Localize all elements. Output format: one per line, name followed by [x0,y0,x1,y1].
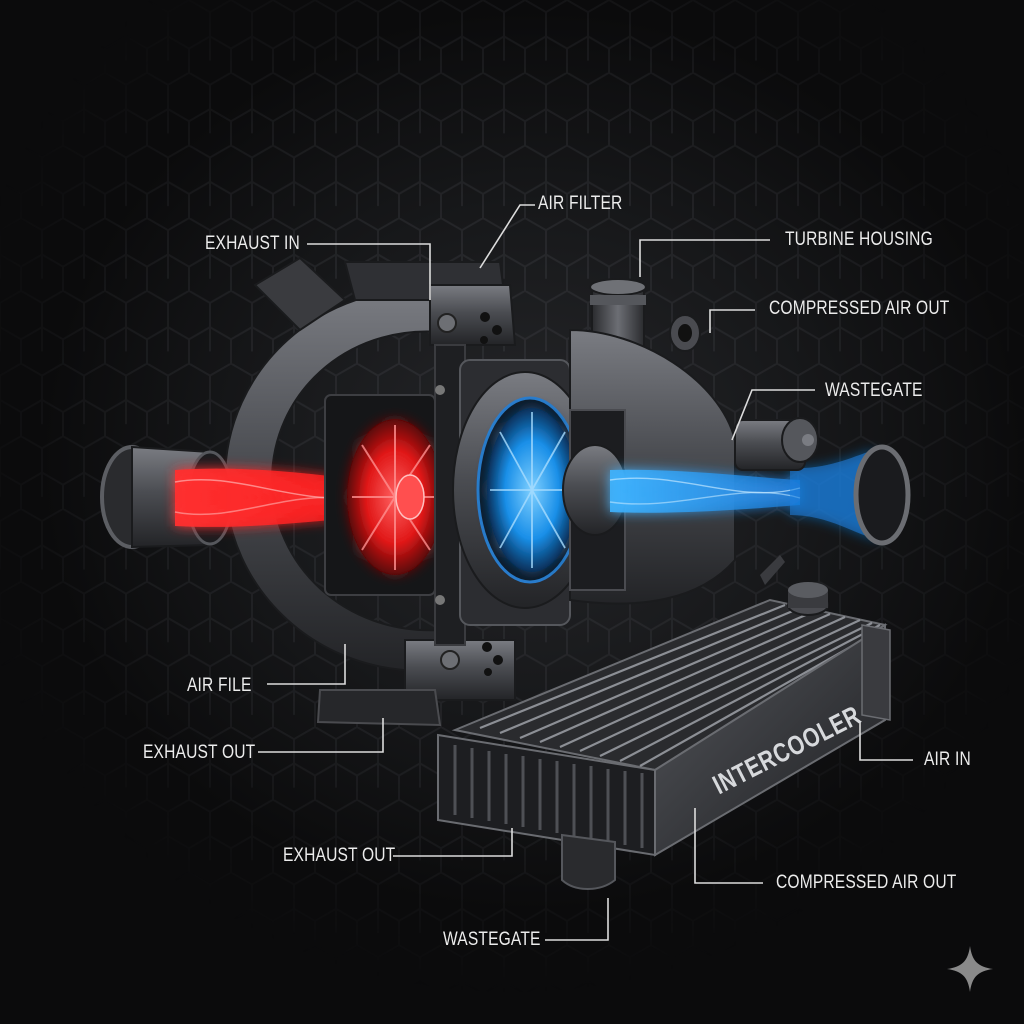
intercooler-shape [437,582,891,890]
label-exhaust-in: EXHAUST IN [205,233,300,254]
leader-exhaust-out-bottom [393,828,513,857]
leader-compressed-air-out-top [709,309,755,333]
label-turbine-housing: TURBINE HOUSING [785,229,933,250]
turbine-housing-shape [100,256,517,727]
label-wastegate-bottom: WASTEGATE [443,929,541,950]
leader-compressed-air-out-bottom [694,808,763,884]
label-compressed-air-out-top: COMPRESSED AIR OUT [769,298,950,319]
leader-air-file [267,644,346,685]
label-exhaust-out-bottom: EXHAUST OUT [283,845,396,866]
label-wastegate-top: WASTEGATE [825,380,923,401]
label-air-file: AIR FILE [187,675,252,696]
leader-wastegate-bottom [545,898,609,941]
compressor-housing-shape [452,278,911,626]
label-exhaust-out-left: EXHAUST OUT [143,742,256,763]
leader-wastegate-top [731,389,815,441]
label-compressed-air-out-bottom: COMPRESSED AIR OUT [776,872,957,893]
leader-turbine-housing [639,239,770,277]
leader-exhaust-in [307,243,431,300]
leader-air-filter [479,204,535,269]
label-air-in: AIR IN [924,749,971,770]
label-air-filter: AIR FILTER [538,193,623,214]
leader-exhaust-out-left [258,718,384,753]
sparkle-icon [947,946,993,992]
leader-air-in [859,722,913,761]
leader-lines [258,204,913,941]
